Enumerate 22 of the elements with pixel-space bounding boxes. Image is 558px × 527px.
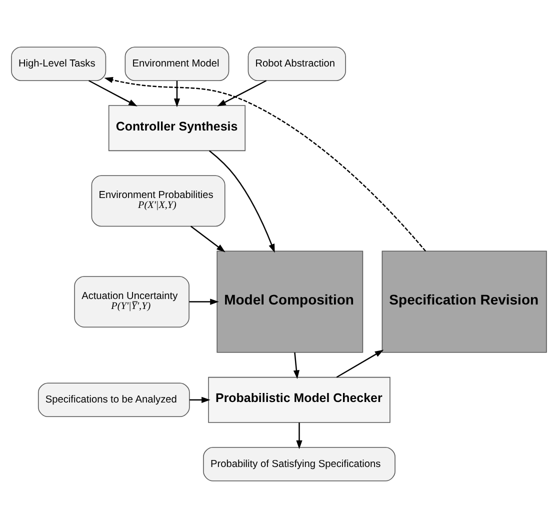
arrow — [88, 80, 138, 106]
node-box: Probability of Satisfying Specifications — [203, 446, 396, 481]
arrow — [336, 349, 384, 378]
node-box: Model Composition — [216, 250, 364, 352]
node-box: Specification Revision — [382, 250, 547, 352]
node-box: Probabilistic Model Checker — [208, 376, 390, 422]
arrow — [208, 150, 275, 252]
arrow — [293, 352, 300, 379]
arrow — [189, 298, 219, 304]
arrow — [190, 225, 226, 252]
arrow — [296, 422, 302, 449]
node-box: Controller Synthesis — [108, 104, 246, 151]
arrow — [217, 80, 267, 106]
node-box: Specifications to be Analyzed — [38, 382, 190, 417]
node-box: Robot Abstraction — [248, 46, 346, 80]
node-box: High-Level Tasks — [11, 46, 106, 80]
arrow — [104, 76, 426, 252]
arrow — [174, 80, 180, 107]
node-box: Environment Probabilities P(X'|X,Y) — [91, 174, 226, 226]
node-box: Actuation Uncertainty P(Y'|Y̅',Y) — [74, 276, 190, 327]
node-box: Environment Model — [124, 46, 230, 80]
arrow — [190, 396, 210, 402]
